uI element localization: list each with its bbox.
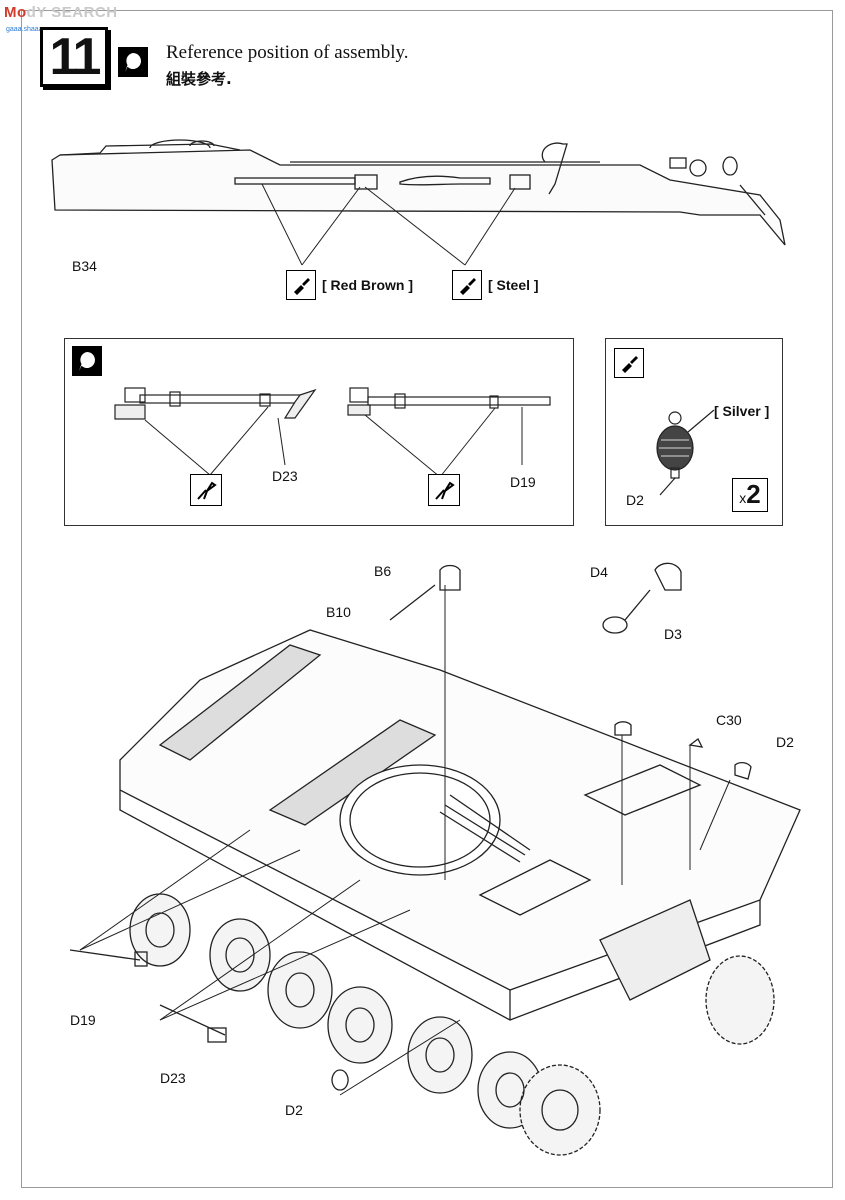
part-label-c30: C30 [716,712,742,728]
paint-callout-silver: [ Silver ] [714,403,770,419]
tool-detail-panel [64,338,574,526]
crowbar-tool-drawing [347,387,551,478]
d2-light-drawing [656,409,715,496]
reference-balloon-icon [118,47,148,77]
reference-title-chinese: 組裝參考. [166,70,232,88]
part-label-d23: D23 [272,468,298,484]
watermark-logo: ModY SEARCH [4,4,118,21]
hull-assembly-drawing [69,562,801,1156]
part-label-d19-main: D19 [70,1012,96,1028]
reference-title: Reference position of assembly. [166,42,409,63]
part-label-d19: D19 [510,474,536,490]
side-cutter-icon [190,474,222,506]
paint-detail-panel [605,338,783,526]
paint-callout-steel: [ Steel ] [452,270,539,300]
side-cutter-icon [428,474,460,506]
page-frame [21,10,833,1188]
axe-tool-drawing [114,387,317,476]
part-label-b10: B10 [326,604,351,620]
part-label-d2-panel: D2 [626,492,644,508]
part-label-d23-main: D23 [160,1070,186,1086]
step-number: 11 [40,27,108,87]
part-label-d4: D4 [590,564,608,580]
part-label-b34: B34 [72,258,97,274]
paint-brush-icon [452,270,482,300]
part-label-d2-right: D2 [776,734,794,750]
paint-callout-red-brown: [ Red Brown ] [286,270,413,300]
hull-side-view [51,139,786,266]
watermark-url: gaaa.shaaa.com [6,26,58,33]
part-label-d3: D3 [664,626,682,642]
part-label-d2-bottom: D2 [285,1102,303,1118]
paint-brush-icon [614,348,644,378]
paint-brush-icon [286,270,316,300]
part-label-b6: B6 [374,563,392,579]
reference-balloon-icon [72,346,102,376]
